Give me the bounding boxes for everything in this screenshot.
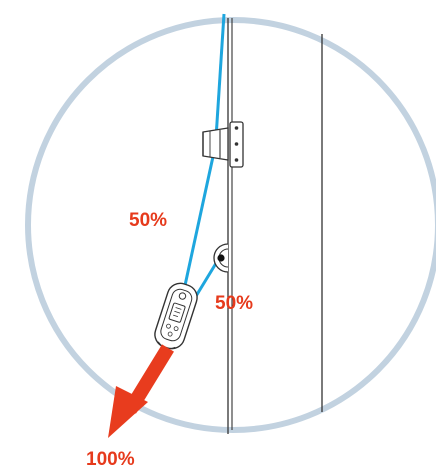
rope-upper-leg [182,151,216,291]
pulley-icon [202,121,244,168]
rope-top-segment [214,13,226,139]
total-load-percent-label: 100% [86,449,135,467]
force-arrow-icon [108,344,174,438]
load-cell-device-icon [154,282,198,350]
lower-leg-percent-label: 50% [215,293,253,314]
upper-leg-percent-label: 50% [129,210,167,231]
anchor-ring-icon [213,243,229,273]
